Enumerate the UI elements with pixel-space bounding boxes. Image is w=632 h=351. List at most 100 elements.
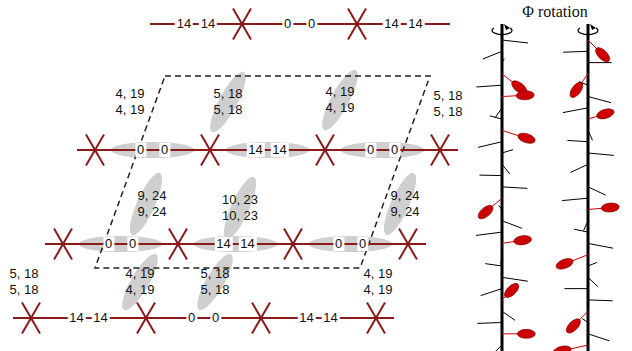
rod-axis (501, 24, 504, 351)
coupling-label: 5, 18 (214, 103, 243, 117)
side-group (564, 316, 583, 335)
bond-label: 0 (210, 311, 221, 325)
coupling-label: 5, 18 (434, 105, 463, 119)
side-chain (581, 74, 588, 83)
bond-label: 14 (91, 311, 109, 325)
side-chain (476, 85, 502, 87)
star-leg (201, 134, 219, 165)
star-leg (169, 228, 187, 259)
side-chain (502, 187, 527, 188)
star-leg (399, 228, 417, 259)
rotating-rods (476, 24, 620, 351)
bond-label: 0 (365, 143, 376, 157)
coupling-label: 5, 18 (10, 283, 39, 297)
side-chain (572, 255, 588, 261)
rod-stars (13, 8, 458, 333)
bond-label: 0 (282, 17, 293, 31)
star-leg (252, 302, 270, 333)
bond-label: 14 (406, 17, 424, 31)
bond-label: 14 (238, 237, 256, 251)
side-chain (588, 334, 609, 341)
side-chain (502, 164, 510, 174)
side-group (502, 281, 521, 300)
star-leg (86, 134, 104, 165)
side-group (517, 329, 535, 338)
side-chain (583, 221, 588, 231)
side-chain (570, 345, 588, 349)
coupling-label: 9, 24 (391, 189, 420, 203)
side-chain (570, 164, 588, 172)
star-leg (54, 228, 72, 259)
star-leg (169, 228, 187, 259)
coupling-label: 10, 23 (222, 209, 258, 223)
coupling-label: 5, 18 (10, 267, 39, 281)
rotation-arrow (578, 28, 598, 34)
panel-title: Φ rotation (522, 3, 587, 20)
side-chain (502, 95, 517, 97)
side-group (553, 344, 573, 351)
star-leg (284, 228, 302, 259)
coupling-label: 10, 23 (222, 193, 258, 207)
coupling-label: 4, 19 (364, 267, 393, 281)
side-chain (481, 289, 502, 296)
bond-label: 0 (333, 237, 344, 251)
coupling-label: 4, 19 (126, 267, 155, 281)
side-chain (483, 51, 502, 59)
bond-label: 14 (246, 143, 264, 157)
star-leg (348, 8, 366, 39)
star-leg (54, 228, 72, 259)
coupling-label: 5, 18 (434, 89, 463, 103)
side-chain (588, 62, 612, 63)
side-chain (588, 172, 589, 176)
bond-line (150, 23, 450, 25)
side-chain (502, 311, 515, 320)
coupling-label: 5, 18 (201, 267, 230, 281)
bond-label: 14 (382, 17, 400, 31)
side-chain (485, 264, 502, 266)
bond-lines (31, 24, 450, 318)
star-leg (233, 8, 251, 39)
star-leg (367, 302, 385, 333)
side-group (476, 203, 496, 221)
unit-cell (95, 76, 430, 268)
side-chain (588, 277, 598, 286)
bond-label: 0 (103, 237, 114, 251)
rotation-arrow (492, 28, 512, 34)
coupling-label: 5, 18 (214, 87, 243, 101)
star-leg (316, 134, 334, 165)
bond-ellipses (79, 66, 425, 314)
coupling-label: 4, 19 (116, 103, 145, 117)
side-group (593, 45, 612, 64)
side-chain (477, 322, 502, 324)
star-leg (86, 134, 104, 165)
coupling-label: 4, 19 (116, 87, 145, 101)
side-group (555, 256, 575, 271)
bond-label: 14 (214, 237, 232, 251)
side-group (513, 234, 532, 246)
star-leg (431, 134, 449, 165)
side-chain (588, 116, 598, 119)
star-leg (137, 302, 155, 333)
star-leg (316, 134, 334, 165)
rotation-arrowhead (590, 24, 596, 30)
side-chain (492, 198, 502, 207)
rotation-arrowhead (504, 24, 510, 30)
bond-label: 14 (67, 311, 85, 325)
star-leg (431, 134, 449, 165)
star-leg (201, 134, 219, 165)
side-chain (502, 221, 522, 228)
side-chain (502, 74, 513, 83)
star-leg (137, 302, 155, 333)
star-leg (233, 8, 251, 39)
bond-label: 0 (127, 237, 138, 251)
side-chain (588, 243, 613, 248)
star-leg (399, 228, 417, 259)
bond-label: 14 (199, 17, 217, 31)
bond-label: 0 (159, 143, 170, 157)
star-leg (284, 228, 302, 259)
star-leg (367, 302, 385, 333)
side-chain (479, 175, 502, 177)
side-chain (562, 198, 588, 200)
